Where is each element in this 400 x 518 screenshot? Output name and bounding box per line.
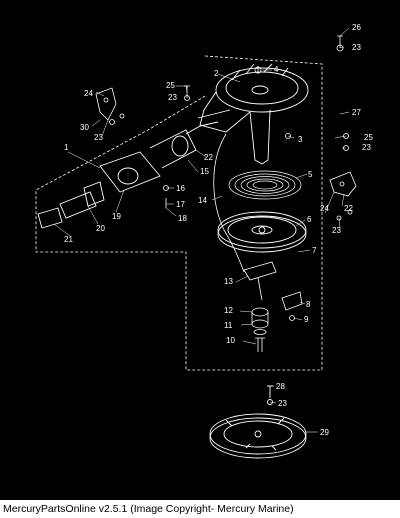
starter-housing <box>197 63 309 165</box>
callout-18: 18 <box>178 214 187 223</box>
mounting-hardware <box>95 35 357 221</box>
callout-8: 8 <box>306 300 311 309</box>
callout-23-bracket: 23 <box>94 133 103 142</box>
callout-23-top: 23 <box>352 43 361 52</box>
callout-15: 15 <box>200 167 209 176</box>
callout-23-right: 23 <box>362 143 371 152</box>
starter-cup <box>209 385 307 459</box>
callout-3: 3 <box>298 135 303 144</box>
callout-12: 12 <box>224 306 233 315</box>
callout-23-housing: 23 <box>168 93 177 102</box>
callout-21: 21 <box>64 235 73 244</box>
callout-4: 4 <box>274 65 279 74</box>
callout-30: 30 <box>80 123 89 132</box>
callout-17: 17 <box>176 200 185 209</box>
callout-7: 7 <box>312 246 317 255</box>
pawl-and-hub-stack <box>243 261 303 352</box>
callout-24-left: 24 <box>84 89 93 98</box>
callout-22-upper: 22 <box>204 153 213 162</box>
callout-24-right: 24 <box>320 204 329 213</box>
callout-2: 2 <box>214 69 219 78</box>
callout-6: 6 <box>307 215 312 224</box>
callout-5: 5 <box>308 170 313 179</box>
callout-11: 11 <box>224 321 233 330</box>
callout-9: 9 <box>304 315 309 324</box>
callout-25-right: 25 <box>364 133 373 142</box>
callout-1: 1 <box>64 143 69 152</box>
exploded-parts-diagram: 1 2 3 4 5 6 7 8 9 10 11 12 13 14 15 16 1… <box>35 23 373 459</box>
leader-lines <box>53 27 350 433</box>
starter-rope <box>213 133 245 273</box>
callout-labels: 1 2 3 4 5 6 7 8 9 10 11 12 13 14 15 16 1… <box>64 23 373 437</box>
callout-20: 20 <box>96 224 105 233</box>
copyright-footer: MercuryPartsOnline v2.5.1 (Image Copyrig… <box>0 500 400 518</box>
callout-14: 14 <box>198 196 207 205</box>
rewind-spring <box>228 170 302 200</box>
callout-19: 19 <box>112 212 121 221</box>
callout-27: 27 <box>352 108 361 117</box>
rope-pulley <box>217 211 307 253</box>
handle-assembly <box>37 125 201 229</box>
callout-13: 13 <box>224 277 233 286</box>
callout-29: 29 <box>320 428 329 437</box>
callout-16: 16 <box>176 184 185 193</box>
callout-26: 26 <box>352 23 361 32</box>
callout-23-cup: 23 <box>278 399 287 408</box>
assembly-outline <box>35 55 323 371</box>
callout-28: 28 <box>276 382 285 391</box>
callout-22-lower: 22 <box>344 204 353 213</box>
callout-25-left: 25 <box>166 81 175 90</box>
callout-10: 10 <box>226 336 235 345</box>
callout-23-clip: 23 <box>332 226 341 235</box>
